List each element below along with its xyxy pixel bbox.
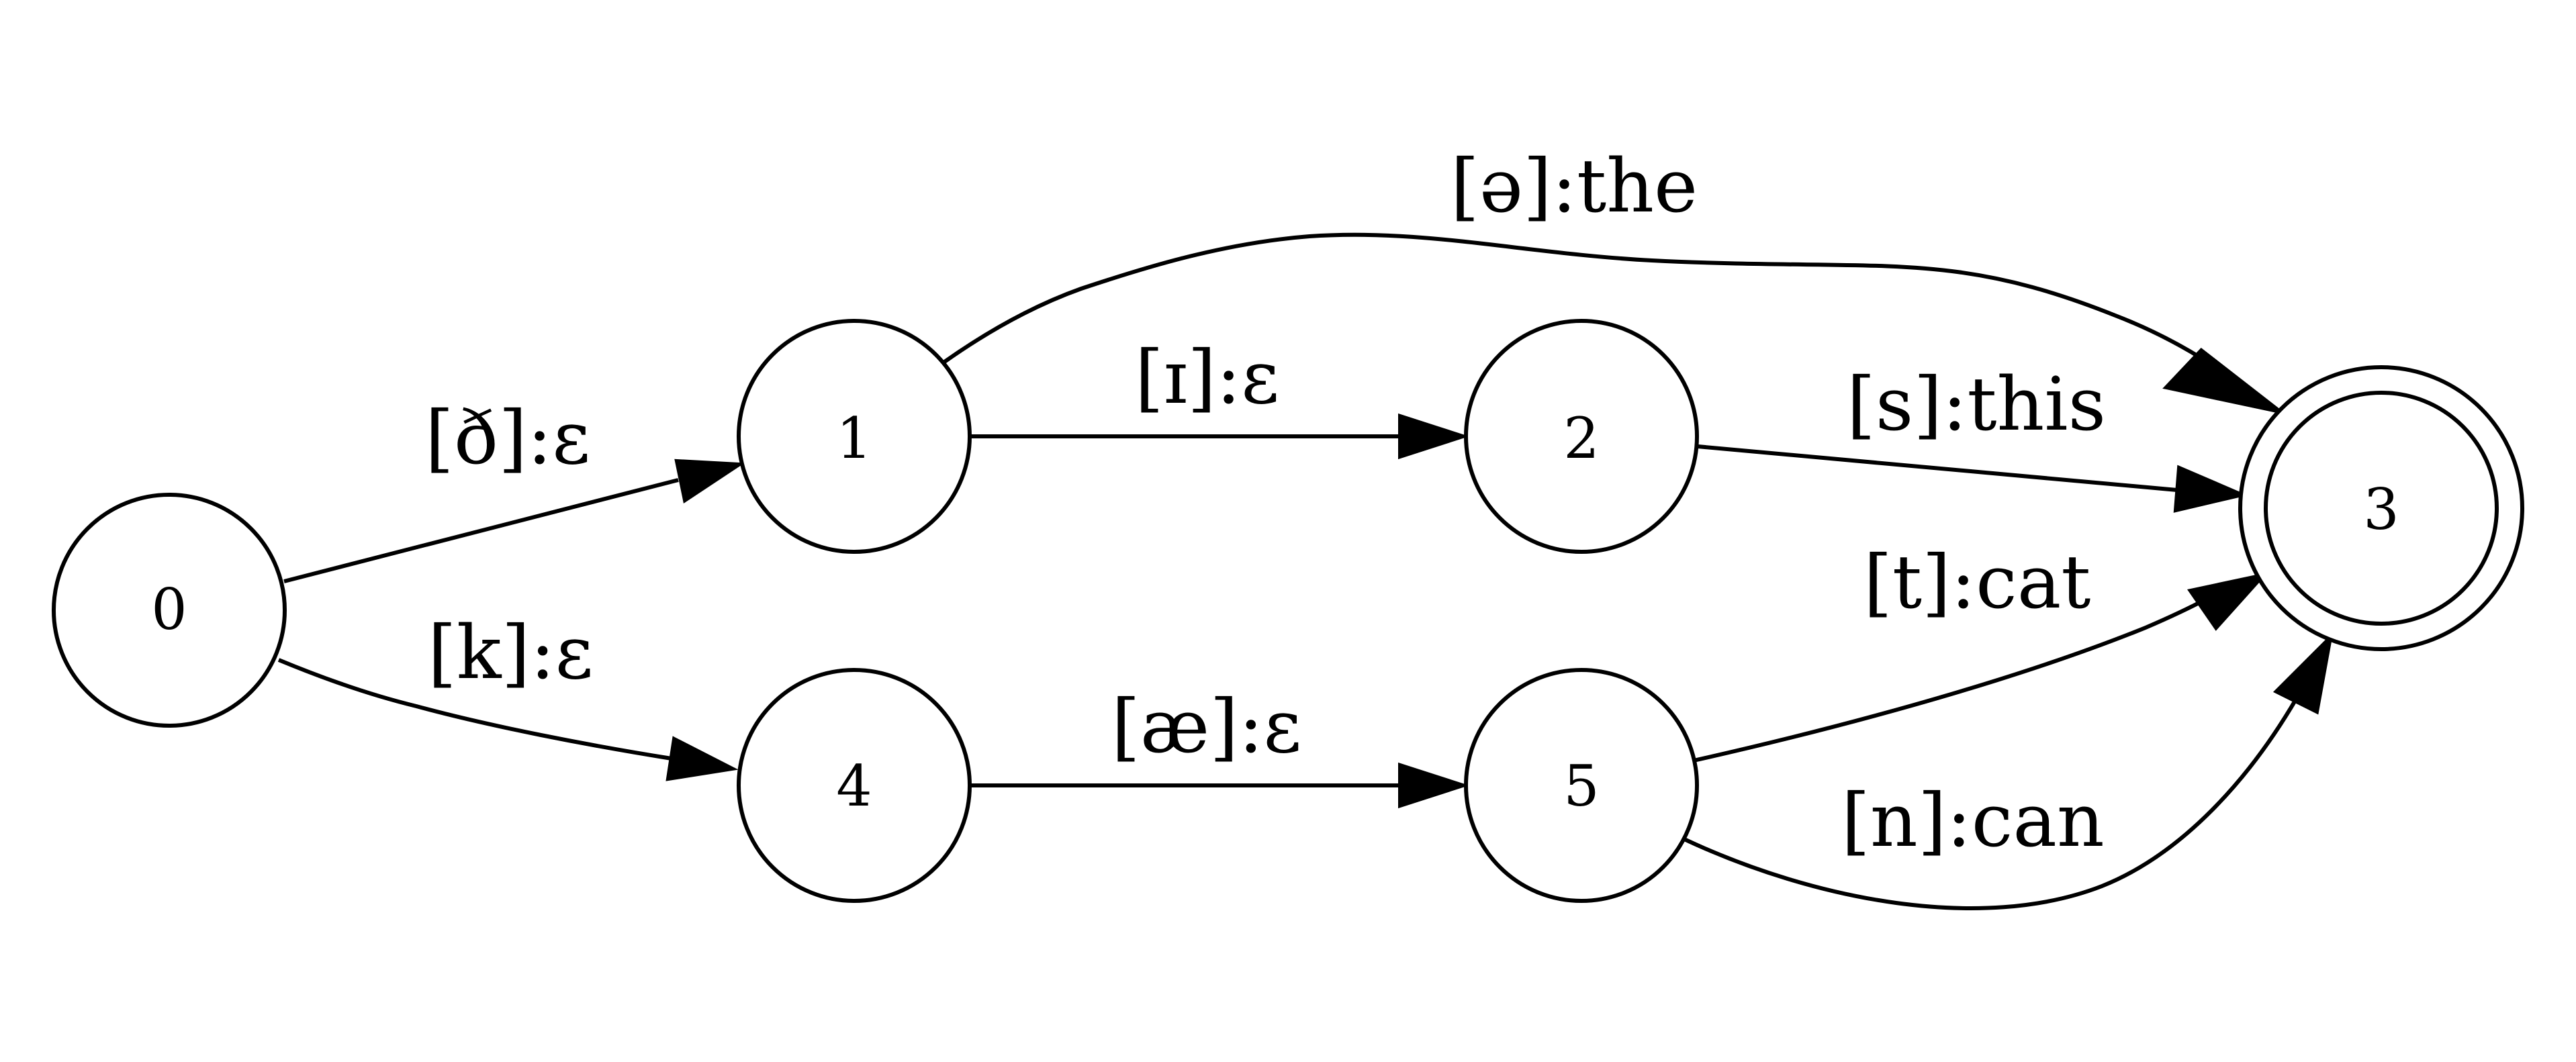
node-1: 1	[737, 319, 972, 554]
node-label: 0	[151, 577, 187, 642]
edge-1-2: [ɪ]:ε	[971, 334, 1469, 460]
node-label: 1	[836, 405, 872, 471]
edge-label: [æ]:ε	[1111, 683, 1301, 769]
node-4: 4	[737, 668, 972, 903]
edge-line	[1697, 444, 2178, 492]
edge-line	[277, 658, 672, 761]
node-circle	[737, 319, 972, 554]
arrow-head	[665, 736, 739, 781]
arrow-head	[2173, 465, 2248, 513]
node-3: 3	[2238, 365, 2524, 651]
node-label: 3	[2363, 477, 2399, 542]
arrow-head	[2162, 347, 2281, 414]
node-label: 4	[836, 753, 872, 819]
edge-line	[942, 232, 2231, 379]
edge-5-3-n: [n]:can	[1683, 632, 2334, 910]
arrow-head	[2272, 632, 2334, 715]
node-circle	[2264, 391, 2499, 626]
edge-label: [ə]:the	[1451, 143, 1698, 229]
arrow-head	[1398, 413, 1469, 460]
arrow-head	[1398, 762, 1469, 809]
arrow-head	[674, 458, 745, 503]
node-circle	[737, 668, 972, 903]
edge-line	[283, 478, 679, 583]
edge-label: [n]:can	[1841, 777, 2105, 863]
edge-0-1: [ð]:ε	[283, 395, 745, 583]
edge-2-3: [s]:this	[1697, 361, 2248, 513]
edge-line	[1683, 697, 2299, 910]
edge-label: [ɪ]:ε	[1135, 334, 1279, 420]
node-5: 5	[1464, 668, 1699, 903]
edge-0-4: [k]:ε	[277, 610, 739, 781]
edge-label: [ð]:ε	[425, 395, 590, 481]
edge-5-3-t: [t]:cat	[1693, 539, 2269, 763]
edge-label: [k]:ε	[428, 610, 594, 695]
edge-line	[1693, 595, 2211, 763]
node-label: 2	[1563, 405, 1599, 471]
node-circle	[1464, 668, 1699, 903]
edge-label: [t]:cat	[1864, 539, 2091, 625]
node-circle	[52, 493, 287, 728]
node-2: 2	[1464, 319, 1699, 554]
arrow-head	[2187, 572, 2269, 631]
edge-1-3: [ə]:the	[942, 143, 2281, 414]
node-circle	[1464, 319, 1699, 554]
node-0: 0	[52, 493, 287, 728]
edge-label: [s]:this	[1847, 361, 2106, 447]
edge-4-5: [æ]:ε	[971, 683, 1469, 809]
node-label: 5	[1563, 753, 1599, 819]
